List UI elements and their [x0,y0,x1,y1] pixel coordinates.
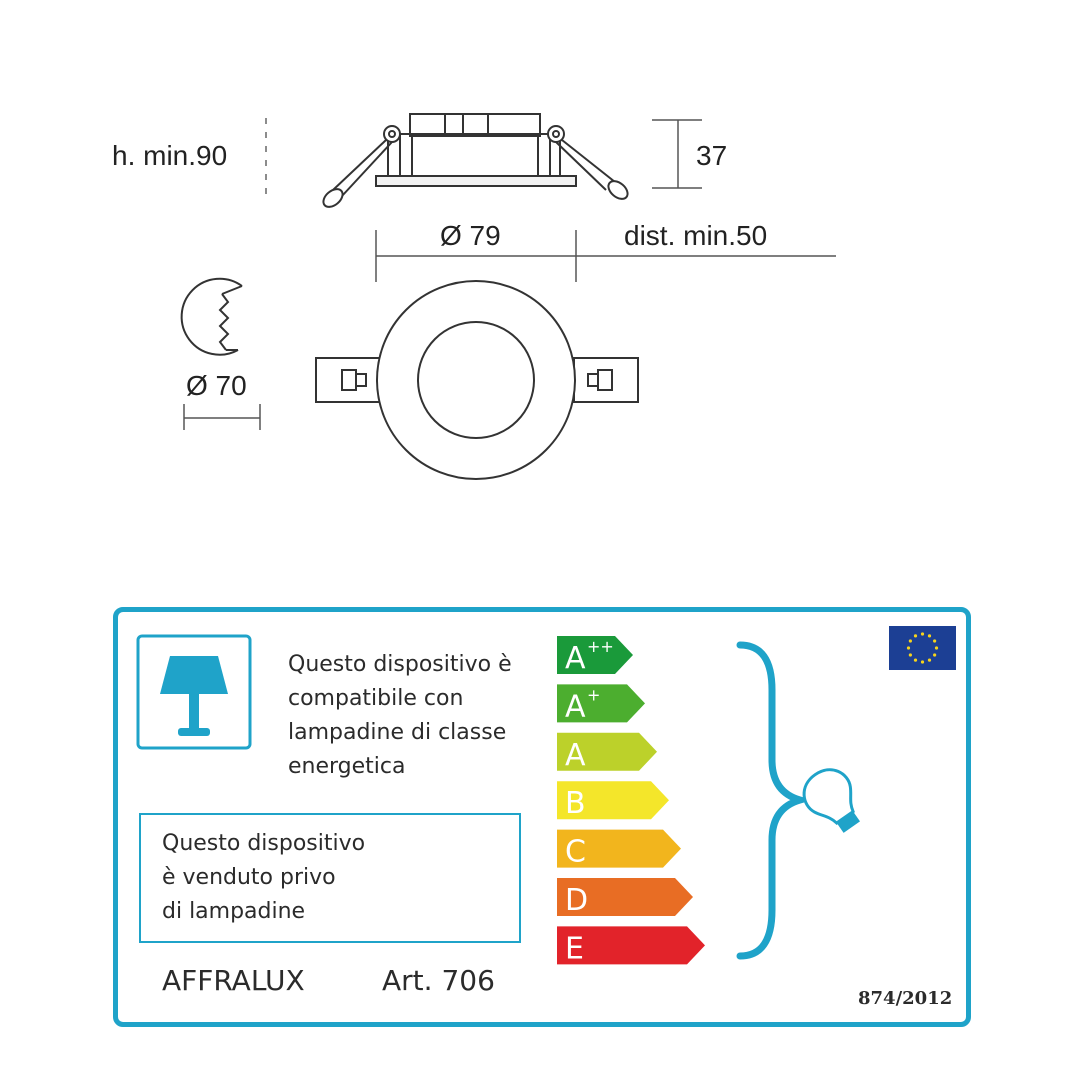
cutout-dimension [183,404,261,430]
eu-star [906,646,911,650]
class-range-brace [736,641,813,960]
no-bulb-text-line: è venduto privo [162,865,336,890]
fixture-top-view [315,280,639,480]
energy-class-letter: A [565,738,586,773]
depth-label: 37 [696,140,728,171]
lamp-icon-frame [136,634,252,750]
fixture-text-line: Questo dispositivo è [288,652,512,677]
eu-star [913,634,918,638]
eu-star [913,658,918,662]
fixture-side-view [322,113,629,208]
cutout-symbol [180,277,243,356]
width-dimension [375,230,836,282]
energy-class-letter: E [565,931,584,966]
energy-class-arrow [557,781,669,820]
energy-class-letter: A [565,641,586,676]
article-number: Art. 706 [382,964,495,997]
energy-class-letter: B [565,786,586,821]
no-bulb-frame [139,813,521,943]
energy-class-arrow [557,926,705,965]
no-bulb-text-line: di lampadine [162,899,306,924]
lightbulb-icon [802,768,860,833]
outer-diameter-label: Ø 79 [440,220,501,251]
eu-star [927,658,932,662]
eu-star [920,660,925,664]
fixture-text-line: compatibile con [288,686,464,711]
height-min-label: h. min.90 [112,140,228,171]
no-bulb-text: Questo dispositivo è venduto privo di la… [162,827,365,929]
energy-class-letter: D [565,883,588,918]
brand-name: AFFRALUX [162,964,305,997]
distance-min-label: dist. min.50 [624,220,768,251]
eu-star [927,634,932,638]
no-bulb-text-line: Questo dispositivo [162,831,366,856]
energy-class-arrow [557,684,645,723]
energy-class-superscript: + [587,685,600,704]
regulation-number: 874/2012 [858,988,953,1009]
eu-star [908,639,912,643]
energy-label [113,607,971,1027]
eu-star [933,653,937,657]
energy-class-arrow [557,829,681,868]
eu-star [908,653,912,657]
eu-star [920,632,925,636]
fixture-text-line: energetica [288,754,406,779]
depth-dimension [652,119,702,189]
energy-class-superscript: ++ [587,637,614,656]
energy-class-arrow [557,878,693,916]
eu-star [933,639,937,643]
eu-flag-icon [889,626,956,670]
energy-class-arrow [557,636,633,674]
fixture-text-line: lampadine di classe [288,720,507,745]
energy-class-arrow [557,732,657,771]
cutout-diameter-label: Ø 70 [186,370,247,401]
eu-star [934,646,939,650]
energy-class-letter: C [565,835,586,870]
fixture-compat-text: Questo dispositivo è compatibile con lam… [288,648,512,784]
lamp-icon [160,656,228,736]
energy-class-letter: A [565,689,586,724]
